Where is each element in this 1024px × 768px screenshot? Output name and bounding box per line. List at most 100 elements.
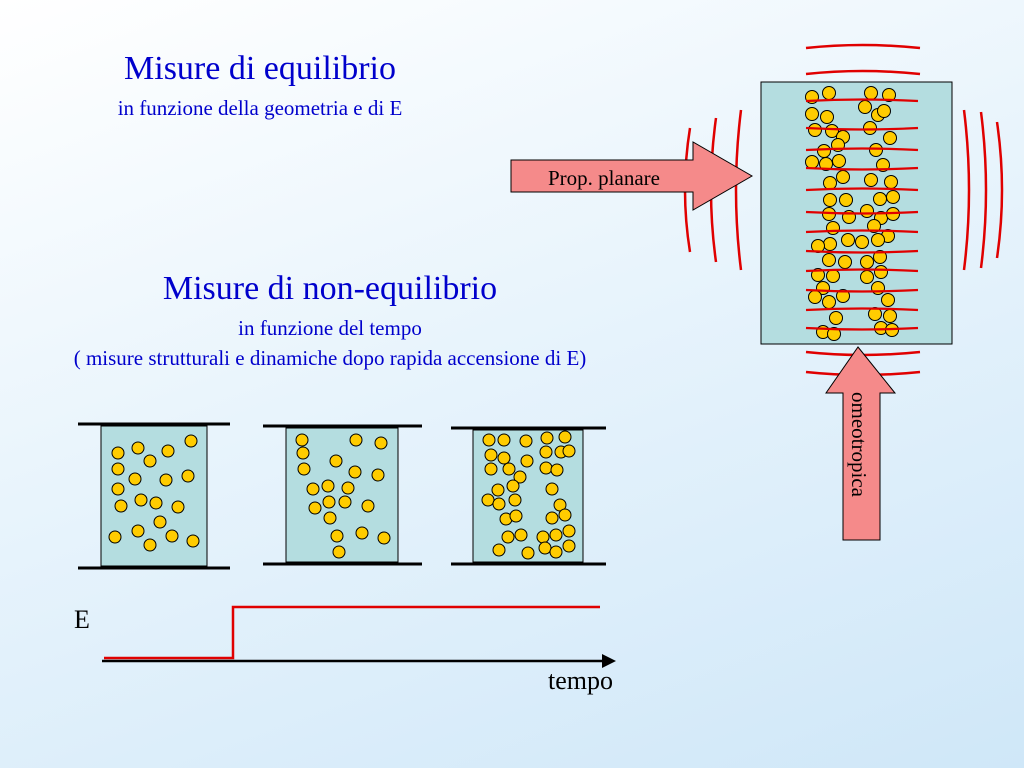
particle — [545, 511, 559, 525]
planar-wavefronts-top — [805, 43, 921, 76]
field-line — [805, 326, 919, 331]
particle — [881, 293, 895, 307]
particle — [836, 170, 850, 184]
particle — [111, 446, 125, 460]
particle — [484, 462, 498, 476]
particle — [128, 472, 142, 486]
field-line — [805, 307, 919, 312]
particle — [883, 309, 897, 323]
field-line — [805, 147, 919, 152]
particle — [330, 529, 344, 543]
cell-3-particles — [481, 430, 576, 560]
planar-arrow: Prop. planare — [510, 141, 754, 211]
particle — [492, 497, 506, 511]
particle — [838, 255, 852, 269]
particle — [883, 131, 897, 145]
particle — [296, 446, 310, 460]
particle — [520, 454, 534, 468]
particle — [482, 433, 496, 447]
particle — [341, 481, 355, 495]
particle — [545, 482, 559, 496]
field-step-line — [104, 605, 600, 660]
particle — [329, 454, 343, 468]
particle — [539, 445, 553, 459]
particle — [558, 430, 572, 444]
planar-arrow-label: Prop. planare — [548, 166, 660, 190]
particle — [836, 289, 850, 303]
particle — [484, 448, 498, 462]
particle — [820, 110, 834, 124]
particle — [295, 433, 309, 447]
particle — [355, 526, 369, 540]
particle — [521, 546, 535, 560]
particle — [832, 154, 846, 168]
particle — [491, 483, 505, 497]
particle — [497, 433, 511, 447]
particle — [538, 541, 552, 555]
particle — [829, 311, 843, 325]
cell-3 — [451, 426, 606, 566]
particle — [855, 235, 869, 249]
particle — [131, 441, 145, 455]
particle — [321, 479, 335, 493]
particle — [823, 176, 837, 190]
particle — [826, 269, 840, 283]
particle — [348, 465, 362, 479]
particle — [506, 479, 520, 493]
particle — [549, 545, 563, 559]
particle — [860, 270, 874, 284]
particle — [539, 461, 553, 475]
particle — [869, 143, 883, 157]
field-line — [805, 126, 919, 131]
particle — [509, 509, 523, 523]
homeotropic-arrow: omeotropica — [825, 346, 897, 541]
particle — [181, 469, 195, 483]
non-equilibrium-subtitle: in funzione del tempo — [238, 316, 422, 340]
non-equilibrium-note: ( misure strutturali e dinamiche dopo ra… — [73, 346, 587, 370]
homeotropic-arrow-label: omeotropica — [847, 392, 871, 498]
field-line — [805, 268, 919, 273]
particle — [873, 250, 887, 264]
particle — [841, 233, 855, 247]
particle — [822, 295, 836, 309]
particle — [839, 193, 853, 207]
particle — [886, 190, 900, 204]
time-axis-label: tempo — [548, 666, 613, 695]
particle — [171, 500, 185, 514]
cell-2 — [263, 424, 422, 566]
particle — [826, 221, 840, 235]
particle — [536, 530, 550, 544]
particle — [361, 499, 375, 513]
particle — [863, 121, 877, 135]
particle — [871, 233, 885, 247]
particle — [827, 327, 841, 341]
particle — [297, 462, 311, 476]
particle — [519, 434, 533, 448]
non-equilibrium-title: Misure di non-equilibrio — [162, 270, 498, 307]
field-axis-label: E — [74, 605, 90, 634]
particle — [562, 524, 576, 538]
particle — [823, 237, 837, 251]
particle — [131, 524, 145, 538]
particle — [823, 193, 837, 207]
particle — [332, 545, 346, 559]
particle — [549, 528, 563, 542]
particle — [805, 155, 819, 169]
particle — [184, 434, 198, 448]
homeotropic-wavefronts-right — [962, 109, 1004, 271]
particle — [165, 529, 179, 543]
particle — [864, 86, 878, 100]
particle — [562, 539, 576, 553]
particle — [882, 88, 896, 102]
particle — [871, 281, 885, 295]
equilibrium-subtitle: in funzione della geometria e di E — [117, 96, 403, 120]
cell-1-particles — [108, 434, 200, 552]
particle — [513, 470, 527, 484]
particle — [811, 268, 825, 282]
particle — [111, 462, 125, 476]
cell-1 — [78, 422, 230, 570]
particle — [884, 175, 898, 189]
cell-2-particles — [295, 433, 391, 559]
field-line — [805, 98, 919, 103]
particle — [825, 124, 839, 138]
